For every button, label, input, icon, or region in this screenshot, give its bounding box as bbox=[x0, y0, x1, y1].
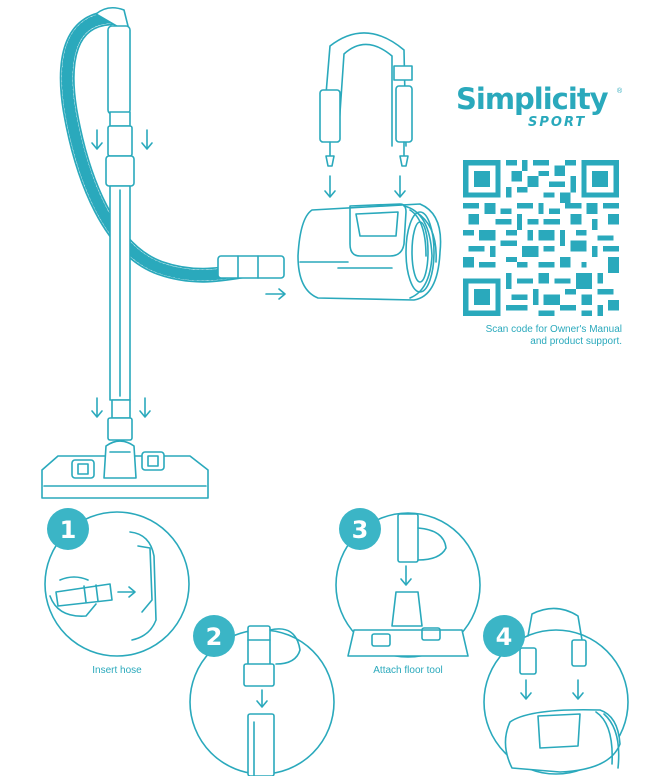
step-3-number: 3 bbox=[352, 516, 369, 544]
qr-code[interactable] bbox=[463, 160, 619, 316]
qr-modules bbox=[463, 160, 619, 316]
floor-tool bbox=[41, 440, 209, 499]
brand-name: Simplicity bbox=[456, 82, 609, 116]
qr-caption-line-1: Scan code for Owner's Manual bbox=[485, 324, 622, 335]
step-2-badge: 2 bbox=[193, 615, 235, 657]
step-3-caption: Attach floor tool bbox=[373, 665, 443, 676]
step-4-illustration bbox=[483, 607, 629, 775]
step-1-caption: Insert hose bbox=[92, 665, 142, 676]
step-1-badge: 1 bbox=[47, 508, 89, 550]
shoulder-strap bbox=[319, 32, 413, 198]
step-3-badge: 3 bbox=[339, 508, 381, 550]
step-badges: 1 2 3 4 bbox=[47, 508, 525, 657]
wand-arrows bbox=[91, 129, 153, 418]
step-4-badge: 4 bbox=[483, 615, 525, 657]
step-4-number: 4 bbox=[496, 623, 513, 651]
flexible-hose bbox=[59, 10, 285, 283]
extension-wand bbox=[107, 185, 133, 441]
step-3-illustration bbox=[335, 512, 481, 658]
brand-logo: Simplicity ® SPORT bbox=[456, 82, 626, 134]
step-1-number: 1 bbox=[60, 516, 77, 544]
wand-handle bbox=[95, 6, 135, 187]
step-2-illustration bbox=[189, 625, 335, 776]
qr-caption-line-2: and product support. bbox=[530, 336, 622, 347]
hose-to-canister-arrow bbox=[265, 288, 286, 300]
step-2-number: 2 bbox=[206, 623, 223, 651]
registered-mark: ® bbox=[617, 88, 623, 95]
step-1-illustration bbox=[44, 511, 190, 657]
qr-caption: Scan code for Owner's Manual and product… bbox=[440, 324, 622, 348]
product-line: SPORT bbox=[528, 115, 587, 130]
canister-vacuum bbox=[297, 203, 442, 301]
